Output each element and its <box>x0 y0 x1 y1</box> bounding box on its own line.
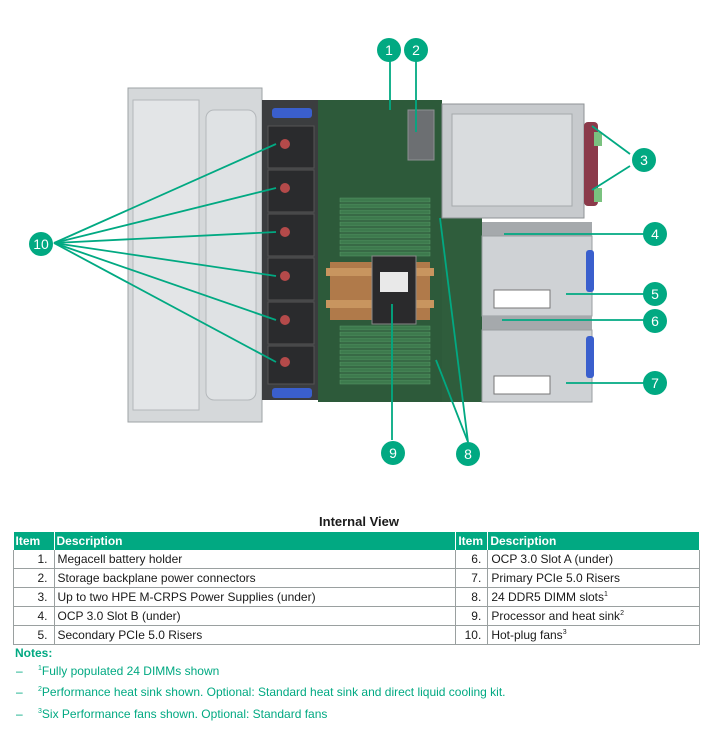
callout-1: 1 <box>377 38 401 62</box>
note-item: – 1Fully populated 24 DIMMs shown <box>16 664 219 678</box>
table-row: 5. Secondary PCIe 5.0 Risers 10. Hot-plu… <box>13 625 700 645</box>
battery-holder <box>407 109 435 161</box>
note-item: – 3Six Performance fans shown. Optional: … <box>16 707 327 721</box>
fan-hub <box>280 357 290 367</box>
item-description: OCP 3.0 Slot B (under) <box>54 606 457 626</box>
item-number: 2. <box>13 568 55 588</box>
dimm-bank-lower <box>339 325 431 385</box>
fan-latch-bottom <box>272 388 312 398</box>
leader-lines <box>53 60 644 443</box>
fan-latch-top <box>272 108 312 118</box>
header-item-left: Item <box>13 532 55 550</box>
ocp-slot-a <box>482 316 592 330</box>
fan-module <box>267 257 315 301</box>
table-header-row: Item Description Item Description <box>13 532 700 550</box>
note-text: Performance heat sink shown. Optional: S… <box>41 685 506 699</box>
callout-10: 10 <box>29 232 53 256</box>
callout-6: 6 <box>643 309 667 333</box>
callout-5: 5 <box>643 282 667 306</box>
item-number: 9. <box>455 606 489 626</box>
note-text: Fully populated 24 DIMMs shown <box>41 664 220 678</box>
footnote-marker: 3 <box>562 629 567 636</box>
item-description: Primary PCIe 5.0 Risers <box>487 568 700 588</box>
ocp-slot-b <box>482 222 592 236</box>
item-description-text: Processor and heat sink <box>491 609 621 623</box>
processor-label <box>380 272 408 292</box>
footnote-marker: 1 <box>38 665 42 672</box>
item-description: Secondary PCIe 5.0 Risers <box>54 625 457 645</box>
item-description-with-note: Hot-plug fans3 <box>487 625 700 645</box>
callout-4: 4 <box>643 222 667 246</box>
psu-connector-2 <box>594 188 602 202</box>
table-row: 3. Up to two HPE M-CRPS Power Supplies (… <box>13 587 700 607</box>
server-internal-diagram <box>53 60 644 443</box>
drive-cage-panel-right <box>205 109 257 401</box>
fan-module <box>267 169 315 213</box>
primary-riser-latch <box>586 336 594 378</box>
fan-hub <box>280 139 290 149</box>
secondary-riser-label <box>493 289 551 309</box>
dimm-bank-upper <box>339 197 431 257</box>
primary-riser-label <box>493 375 551 395</box>
item-description-with-note: Processor and heat sink2 <box>487 606 700 626</box>
fan-module <box>267 125 315 169</box>
item-number: 7. <box>455 568 489 588</box>
secondary-riser-latch <box>586 250 594 292</box>
item-number: 6. <box>455 550 489 569</box>
footnote-marker: 2 <box>38 686 42 693</box>
note-dash: – <box>16 685 23 699</box>
callout-7: 7 <box>643 371 667 395</box>
table-row: 1. Megacell battery holder 6. OCP 3.0 Sl… <box>13 550 700 569</box>
item-description-text: 24 DDR5 DIMM slots <box>491 590 604 604</box>
note-dash: – <box>16 707 23 721</box>
notes-title: Notes: <box>15 646 53 660</box>
fan-module <box>267 345 315 385</box>
motherboard-lower <box>442 218 482 402</box>
item-number: 10. <box>455 625 489 645</box>
footnote-marker: 3 <box>38 708 42 715</box>
header-description-left: Description <box>54 532 457 550</box>
note-item: – 2Performance heat sink shown. Optional:… <box>16 685 506 699</box>
item-description-with-note: 24 DDR5 DIMM slots1 <box>487 587 700 607</box>
header-description-right: Description <box>487 532 700 550</box>
table-row: 2. Storage backplane power connectors 7.… <box>13 568 700 588</box>
fan-module <box>267 301 315 345</box>
fan-module <box>267 213 315 257</box>
note-dash: – <box>16 664 23 678</box>
fan-hub <box>280 227 290 237</box>
item-description-text: Hot-plug fans <box>491 628 563 642</box>
table-row: 4. OCP 3.0 Slot B (under) 9. Processor a… <box>13 606 700 626</box>
callout-3: 3 <box>632 148 656 172</box>
item-description: OCP 3.0 Slot A (under) <box>487 550 700 569</box>
psu-connector-1 <box>594 132 602 146</box>
item-number: 5. <box>13 625 55 645</box>
components-table: Item Description Item Description 1. Meg… <box>13 532 700 645</box>
callout-9: 9 <box>381 441 405 465</box>
callout-8: 8 <box>456 442 480 466</box>
callout-2: 2 <box>404 38 428 62</box>
header-item-right: Item <box>455 532 489 550</box>
item-number: 8. <box>455 587 489 607</box>
table-title: Internal View <box>319 514 399 529</box>
item-number: 1. <box>13 550 55 569</box>
power-supply-inner <box>451 113 573 207</box>
fan-hub <box>280 183 290 193</box>
footnote-marker: 2 <box>620 610 624 617</box>
fan-modules <box>267 125 315 385</box>
note-text: Six Performance fans shown. Optional: St… <box>41 707 328 721</box>
fan-hub <box>280 315 290 325</box>
item-number: 3. <box>13 587 55 607</box>
item-description: Storage backplane power connectors <box>54 568 457 588</box>
footnote-marker: 1 <box>604 591 608 598</box>
fan-hub <box>280 271 290 281</box>
item-description: Up to two HPE M-CRPS Power Supplies (und… <box>54 587 457 607</box>
item-number: 4. <box>13 606 55 626</box>
item-description: Megacell battery holder <box>54 550 457 569</box>
drive-cage-panel-left <box>132 99 200 411</box>
